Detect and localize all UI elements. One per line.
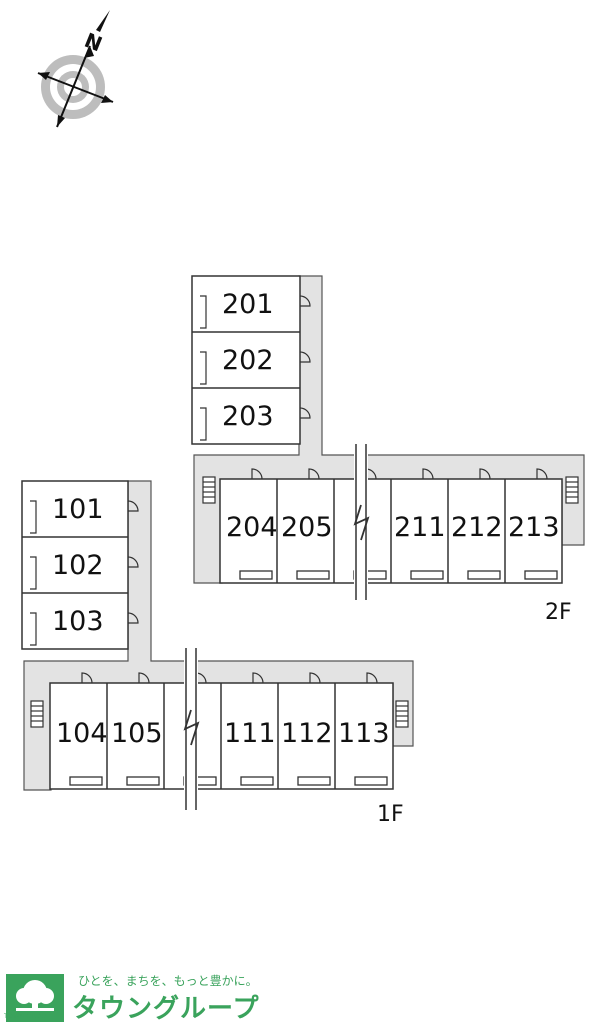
unit-103: 103 (52, 606, 104, 637)
unit-213: 213 (508, 512, 560, 543)
unit-203: 203 (222, 401, 274, 432)
compass-north-label: N (81, 28, 106, 57)
logo-subtext: TOWN GROUP (4, 1012, 50, 1020)
unit-212: 212 (451, 512, 503, 543)
floor-1f: 101 102 103 104 105 111 112 113 1F (21, 480, 414, 827)
unit-112: 112 (281, 718, 333, 749)
unit-111: 111 (224, 718, 276, 749)
unit-204: 204 (226, 512, 278, 543)
unit-205: 205 (281, 512, 333, 543)
unit-211: 211 (394, 512, 446, 543)
logo-name: タウングループ (72, 994, 260, 1024)
unit-113: 113 (338, 718, 390, 749)
tree-logo-icon (6, 974, 64, 1022)
unit-202: 202 (222, 345, 274, 376)
town-group-logo: ひとを、まちを、もっと豊かに。 タウングループ TOWN GROUP (4, 972, 306, 1024)
unit-104: 104 (56, 718, 108, 749)
floor-label-2f: 2F (545, 600, 572, 625)
unit-101: 101 (52, 494, 104, 525)
logo-slogan: ひとを、まちを、もっと豊かに。 (78, 974, 258, 988)
floor-2f: 201 202 203 204 205 211 212 213 2F (191, 275, 585, 625)
unit-105: 105 (111, 718, 163, 749)
floor-label-1f: 1F (377, 802, 404, 827)
unit-102: 102 (52, 550, 104, 581)
unit-201: 201 (222, 289, 274, 320)
compass-icon: N (37, 10, 114, 128)
